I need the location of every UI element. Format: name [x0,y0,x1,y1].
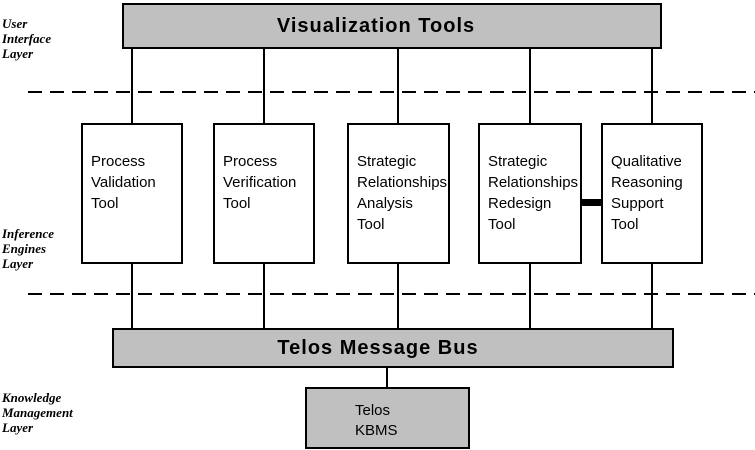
strategic-relationships-redesign-tool-box: Strategic Relationships Redesign Tool [478,123,582,264]
connector-line [263,264,265,328]
qualitative-reasoning-support-tool-box: Qualitative Reasoning Support Tool [601,123,703,264]
connector-line [529,49,531,123]
connector-line [397,264,399,328]
connector-line [263,49,265,123]
process-verification-tool-box: Process Verification Tool [213,123,315,264]
connector-line [529,264,531,328]
connector-line [131,264,133,328]
telos-kbms-box: Telos KBMS [305,387,470,449]
strategic-relationships-analysis-tool-box: Strategic Relationships Analysis Tool [347,123,450,264]
layer-separator-dashed-line-bottom [28,293,755,295]
tool-link-bar [582,199,601,206]
connector-line [397,49,399,123]
connector-line [386,368,388,387]
process-validation-tool-box: Process Validation Tool [81,123,183,264]
telos-message-bus-box: Telos Message Bus [112,328,674,368]
connector-line [651,264,653,328]
layer-separator-dashed-line-top [28,91,755,93]
layer-label-user-interface: User Interface Layer [2,16,52,61]
layer-label-knowledge-management: Knowledge Management Layer [2,390,73,435]
layer-label-inference-engines: Inference Engines Layer [2,226,54,271]
visualization-tools-box: Visualization Tools [122,3,662,49]
connector-line [131,49,133,123]
connector-line [651,49,653,123]
